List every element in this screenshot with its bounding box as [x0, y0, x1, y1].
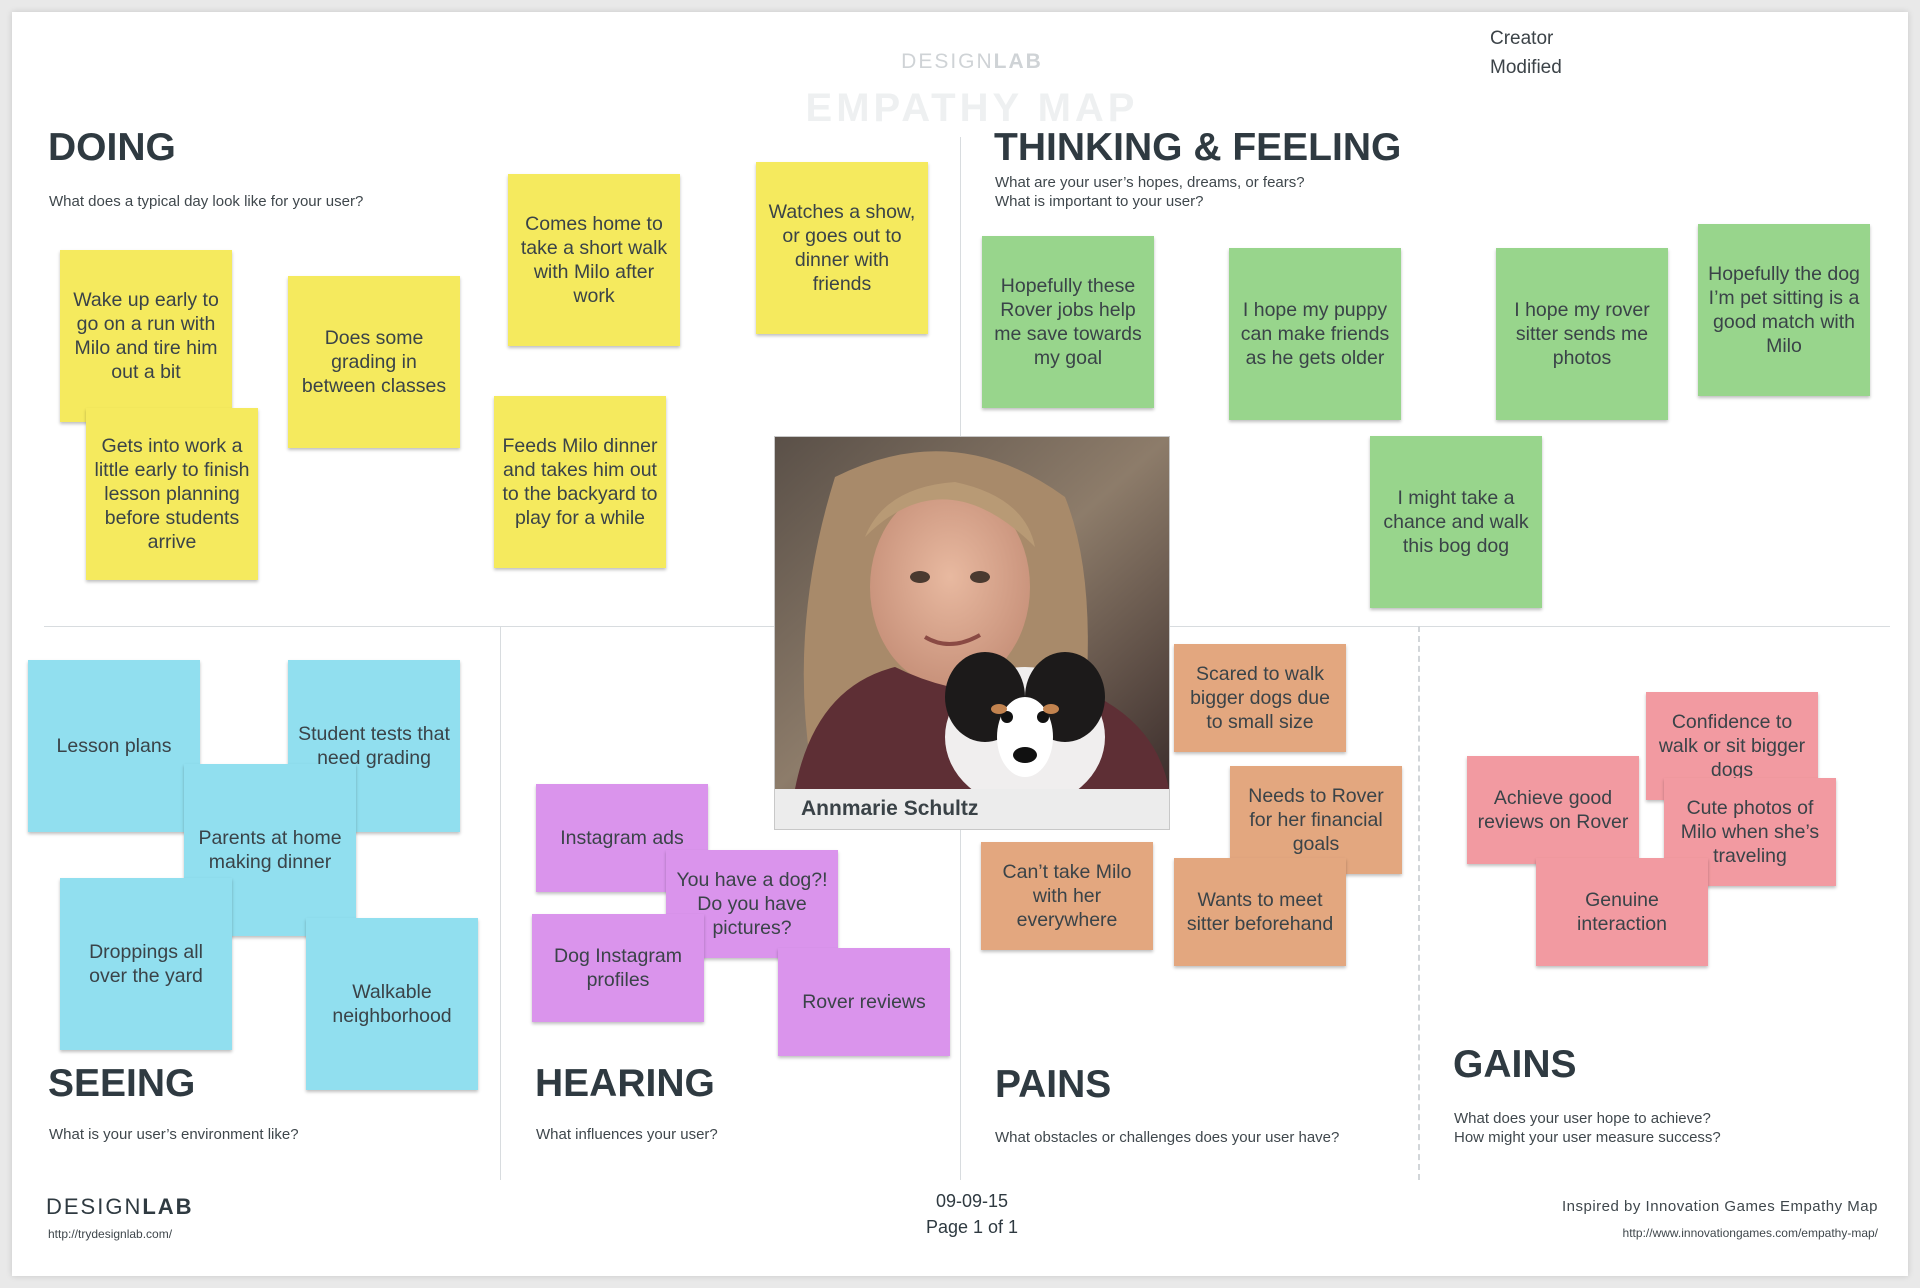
sticky-note[interactable]: Achieve good reviews on Rover	[1467, 756, 1639, 864]
pains-title: PAINS	[995, 1063, 1112, 1106]
sticky-note[interactable]: Genuine interaction	[1536, 858, 1708, 966]
seeing-title: SEEING	[48, 1062, 196, 1105]
footer-brand-light: DESIGN	[46, 1194, 143, 1219]
sticky-note[interactable]: I hope my puppy can make friends as he g…	[1229, 248, 1401, 420]
gains-subtitle-2: How might your user measure success?	[1454, 1129, 1721, 1146]
sticky-note[interactable]: Walkable neighborhood	[306, 918, 478, 1090]
sticky-note[interactable]: You have a dog?! Do you have pictures?	[666, 850, 838, 958]
sticky-note[interactable]: Dog Instagram profiles	[532, 914, 704, 1022]
footer-credit: Inspired by Innovation Games Empathy Map	[1562, 1198, 1878, 1215]
sticky-note[interactable]: Wake up early to go on a run with Milo a…	[60, 250, 232, 422]
sticky-note[interactable]: Hopefully these Rover jobs help me save …	[982, 236, 1154, 408]
footer-date: 09-09-15	[935, 1191, 1009, 1211]
sticky-note[interactable]: Wants to meet sitter beforehand	[1174, 858, 1346, 966]
header-brand-light: DESIGN	[901, 50, 994, 73]
persona-portrait-image	[775, 437, 1169, 789]
sticky-note[interactable]: Watches a show, or goes out to dinner wi…	[756, 162, 928, 334]
doing-subtitle: What does a typical day look like for yo…	[49, 193, 364, 210]
sticky-note[interactable]: Needs to Rover for her financial goals	[1230, 766, 1402, 874]
sticky-note[interactable]: Droppings all over the yard	[60, 878, 232, 1050]
doing-title: DOING	[48, 126, 176, 169]
divider-pains-gains	[1418, 626, 1420, 1180]
map-title: EMPATHY MAP	[805, 86, 1139, 130]
hearing-subtitle: What influences your user?	[536, 1126, 718, 1143]
sticky-note[interactable]: I might take a chance and walk this bog …	[1370, 436, 1542, 608]
sticky-note[interactable]: Feeds Milo dinner and takes him out to t…	[494, 396, 666, 568]
empathy-map-sheet: DESIGNLAB EMPATHY MAP Creator Modified D…	[12, 12, 1908, 1276]
thinking-title: THINKING & FEELING	[994, 126, 1402, 169]
creator-label: Creator	[1490, 28, 1554, 49]
sticky-note[interactable]: Gets into work a little early to finish …	[86, 408, 258, 580]
gains-subtitle-1: What does your user hope to achieve?	[1454, 1110, 1711, 1127]
pains-subtitle: What obstacles or challenges does your u…	[995, 1129, 1340, 1146]
gains-title: GAINS	[1453, 1043, 1577, 1086]
divider-hearing-pains	[960, 626, 961, 1180]
seeing-subtitle: What is your user’s environment like?	[49, 1126, 299, 1143]
sticky-note[interactable]: Cute photos of Milo when she’s traveling	[1664, 778, 1836, 886]
footer-credit-url[interactable]: http://www.innovationgames.com/empathy-m…	[1622, 1226, 1878, 1240]
sticky-note[interactable]: Can’t take Milo with her everywhere	[981, 842, 1153, 950]
sticky-note[interactable]: Comes home to take a short walk with Mil…	[508, 174, 680, 346]
divider-vertical-top	[960, 137, 961, 637]
sticky-note[interactable]: Does some grading in between classes	[288, 276, 460, 448]
footer-brand: DESIGNLAB	[46, 1194, 194, 1220]
footer-page-number: Page 1 of 1	[925, 1217, 1019, 1237]
footer-url[interactable]: http://trydesignlab.com/	[48, 1227, 173, 1241]
persona-photo: Annmarie Schultz	[774, 436, 1170, 830]
persona-name: Annmarie Schultz	[775, 789, 1169, 829]
thinking-subtitle-2: What is important to your user?	[995, 193, 1204, 210]
sticky-note[interactable]: Rover reviews	[778, 948, 950, 1056]
sticky-note[interactable]: Lesson plans	[28, 660, 200, 832]
footer-brand-bold: LAB	[142, 1194, 194, 1219]
sticky-note[interactable]: I hope my rover sitter sends me photos	[1496, 248, 1668, 420]
header-brand: DESIGNLAB	[862, 50, 1082, 74]
modified-label: Modified	[1490, 57, 1562, 78]
divider-seeing-hearing	[500, 626, 501, 1180]
thinking-subtitle-1: What are your user’s hopes, dreams, or f…	[995, 174, 1305, 191]
sticky-note[interactable]: Scared to walk bigger dogs due to small …	[1174, 644, 1346, 752]
sticky-note[interactable]: Hopefully the dog I’m pet sitting is a g…	[1698, 224, 1870, 396]
hearing-title: HEARING	[535, 1062, 715, 1105]
header-brand-bold: LAB	[993, 50, 1043, 73]
